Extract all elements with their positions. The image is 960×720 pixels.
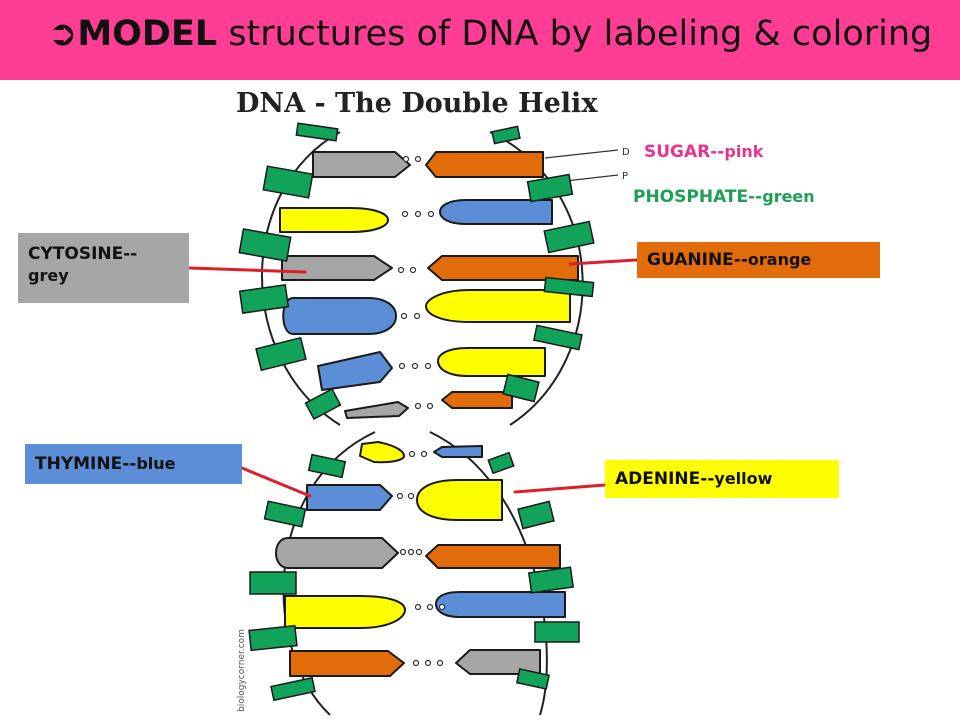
phosphate-block [526,173,574,203]
phosphate-block [487,451,515,475]
base-adenine [279,207,389,233]
phosphate-block [491,125,521,145]
label-phosphate: PHOSPHATE--green [633,187,815,207]
base-cytosine [275,537,399,569]
phosphate-block [249,571,297,595]
base-thymine [435,591,566,618]
base-adenine [359,441,405,464]
arrow-icon: ➲ [48,14,78,54]
label-sugar: SUGAR--pink [644,142,764,162]
base-guanine [427,255,579,281]
base-guanine [289,650,405,677]
title-bold: MODEL [77,14,218,54]
label-thymine: THYMINE--blue [25,444,242,484]
base-guanine [425,544,561,569]
phosphate-block [307,453,347,479]
pointer-guanine [568,258,639,266]
base-cytosine [281,255,393,281]
phosphate-block [502,373,540,403]
phosphate-block [515,668,551,690]
phosphate-block [238,284,290,314]
phosphate-block [263,500,307,528]
base-cytosine [344,401,409,419]
phosphate-block [304,387,342,421]
watermark: biologycorner.com [237,629,247,712]
base-cytosine [312,151,411,178]
label-adenine: ADENINE--yellow [605,460,839,498]
phosphate-block [295,122,339,142]
phosphate-block [270,676,316,702]
phosphate-block [543,220,595,254]
slide-title: ➲MODEL structures of DNA by labeling & c… [48,14,932,54]
base-cytosine [455,649,541,675]
base-thymine [282,297,397,335]
base-thymine [433,445,483,458]
base-thymine [306,484,393,511]
phosphate-block [534,621,580,643]
pointer-thymine [240,466,312,498]
base-adenine [437,347,546,377]
base-thymine [317,351,393,391]
base-adenine [416,479,503,521]
base-guanine [425,151,544,178]
base-adenine [284,595,406,629]
pointer-cytosine [188,266,307,274]
sugar-mark: D [622,147,630,158]
phosphate-mark: P [622,171,628,182]
phosphate-block [262,165,314,199]
base-guanine [441,391,513,409]
phosphate-block [532,324,583,351]
phosphate-block [517,500,555,530]
backbone-left-upper [261,131,341,426]
phosphate-block [238,228,292,262]
label-cytosine: CYTOSINE--grey [18,233,189,303]
title-banner [0,0,960,80]
base-adenine [425,289,571,323]
label-guanine: GUANINE--orange [637,242,880,278]
phosphate-block [527,566,575,594]
phosphate-block [248,624,298,652]
phosphate-block [543,276,595,298]
pointer-adenine [513,483,607,494]
figure-title: DNA - The Double Helix [236,88,598,119]
base-thymine [439,199,553,225]
phosphate-block [255,336,307,372]
title-rest: structures of DNA by labeling & coloring [217,14,933,54]
